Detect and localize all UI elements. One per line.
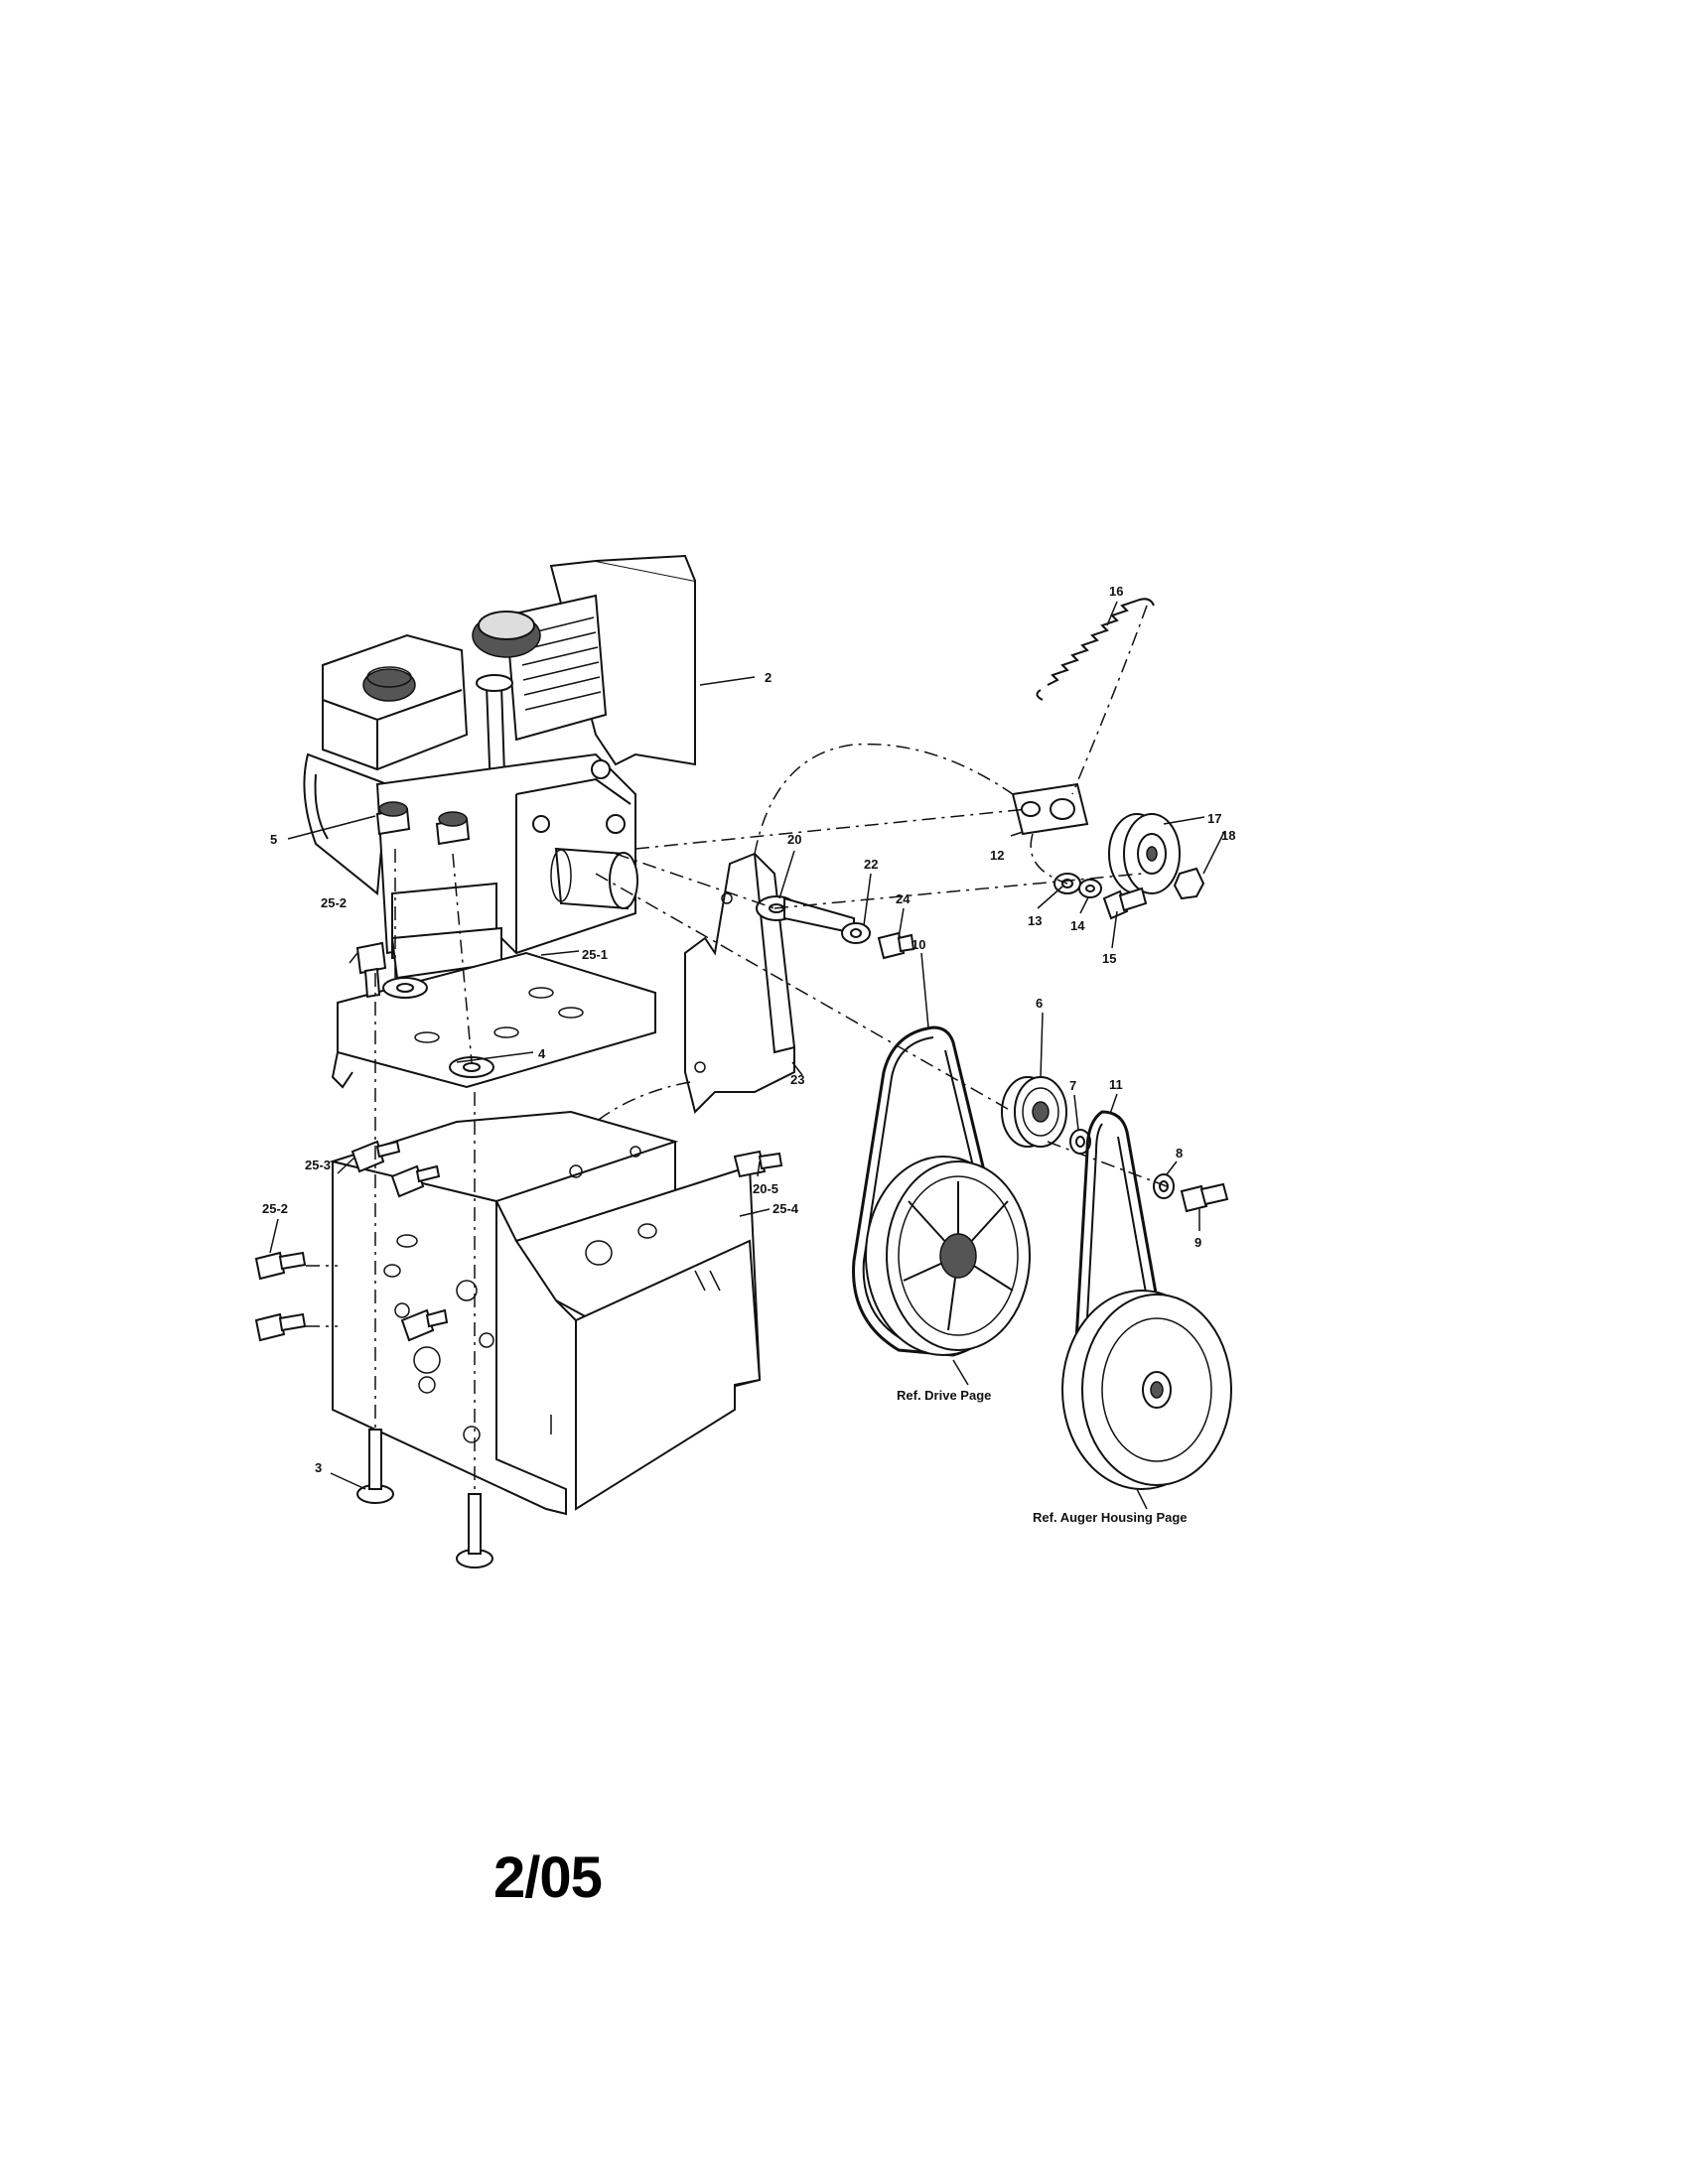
callout-5: 5 [270, 832, 277, 847]
frame-assembly [329, 1110, 762, 1516]
ref-drive-page: Ref. Drive Page [897, 1388, 991, 1403]
callout-25-4: 25-4 [772, 1201, 799, 1216]
callout-11: 11 [1109, 1077, 1123, 1092]
callout-12: 12 [990, 848, 1004, 863]
page-date: 2/05 [493, 1845, 603, 1910]
callout-16: 16 [1109, 584, 1123, 599]
callout-20-5: 20-5 [753, 1181, 778, 1196]
callout-9: 9 [1194, 1235, 1201, 1250]
callout-22: 22 [864, 857, 878, 872]
assembly-guide-lines [306, 605, 1168, 1494]
ref-auger-housing-page: Ref. Auger Housing Page [1033, 1510, 1188, 1525]
idler-bracket [684, 852, 795, 1178]
callout-20: 20 [787, 832, 801, 847]
drive-belt-assembly [852, 1025, 1091, 1357]
callout-8: 8 [1176, 1146, 1183, 1160]
callout-23: 23 [790, 1072, 804, 1087]
callout-25-1: 25-1 [582, 947, 608, 962]
callout-4: 4 [538, 1046, 546, 1061]
callout-25-3: 25-3 [305, 1158, 331, 1172]
auger-belt-assembly [1061, 1110, 1232, 1490]
callout-3: 3 [315, 1460, 322, 1475]
callout-24: 24 [896, 891, 911, 906]
callout-18: 18 [1221, 828, 1235, 843]
callout-13: 13 [1028, 913, 1042, 928]
callout-14: 14 [1070, 918, 1085, 933]
callout-6: 6 [1036, 996, 1043, 1011]
callout-7: 7 [1069, 1078, 1076, 1093]
leader-lines [269, 601, 1225, 1510]
engine-assembly [303, 554, 696, 980]
callout-17: 17 [1207, 811, 1221, 826]
callout-25-2-upper: 25-2 [321, 895, 347, 910]
callout-15: 15 [1102, 951, 1116, 966]
frame-bolts [254, 1140, 493, 1569]
idler-pulley-group [1011, 598, 1205, 920]
callout-2: 2 [765, 670, 772, 685]
bolt-25-2-upper [355, 941, 387, 999]
callout-10: 10 [912, 937, 925, 952]
callout-25-2-lower: 25-2 [262, 1201, 288, 1216]
callout-labels: 2 5 25-2 25-1 4 25-3 25-2 25-4 3 20 22 2… [262, 584, 1235, 1525]
